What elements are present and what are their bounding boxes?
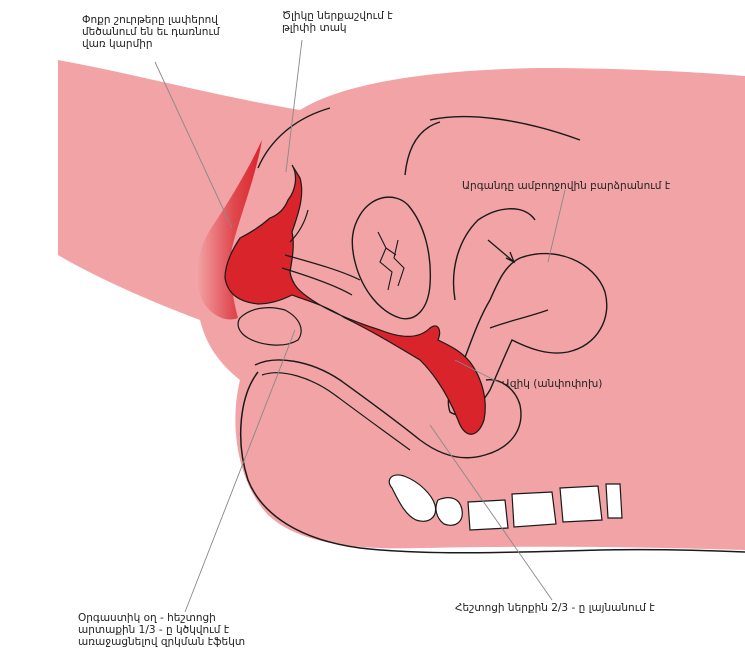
bladder [351,196,432,320]
labia-flush [196,140,262,320]
uterus-inner-line [489,309,549,329]
labia-inner [237,307,302,346]
label-uterus: Արգանդը ամբողջովին բարձրանում է [462,180,671,192]
label-cervix: Վզիկ (անփոփոխ) [502,378,603,390]
leader-lines [154,39,566,613]
intestine-curve [404,115,581,301]
pelvic-lines [281,209,361,296]
bladder-folds [377,231,405,291]
label-inner-vagina: Հեշտոցի ներքին 2/3 - ը լայնանում է [455,602,655,614]
rectum-inner [261,372,411,451]
label-clitoris: Ծլիկը ներքաշվում է թլիփի տակ [282,10,393,34]
abdominal-outline [257,107,331,169]
coccyx-bones [388,474,623,531]
label-labia: Փոքր շուրթերը լափերով մեծանում են եւ դառ… [82,14,220,50]
buttock-outline [239,371,745,554]
rectum-outline [254,359,522,459]
vagina-flush [224,164,486,435]
label-orgasmic-platform: Օրգաստիկ օղ - հեշտոցի արտաքին 1/3 - ը կծ… [78,612,246,648]
uterus [447,253,608,416]
uterus-arrow [487,239,516,264]
